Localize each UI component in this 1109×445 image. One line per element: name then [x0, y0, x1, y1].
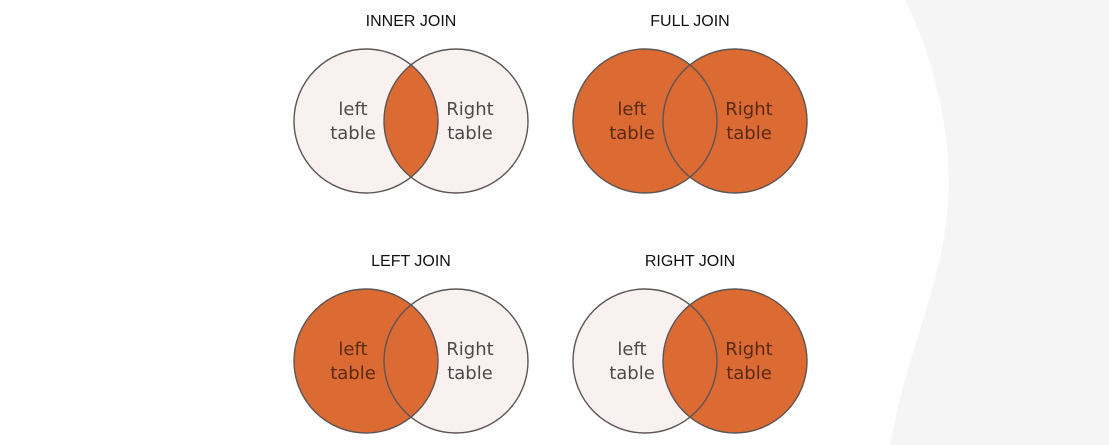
intersection-fill — [663, 289, 717, 433]
left-table-label: left — [338, 339, 367, 360]
right-join-title: RIGHT JOIN — [645, 253, 735, 270]
background-sheet — [890, 0, 1109, 445]
right-join-diagram: RIGHT JOIN left table Right table — [572, 253, 808, 434]
intersection-fill — [384, 289, 438, 433]
right-table-label: table — [447, 123, 493, 144]
inner-join-title: INNER JOIN — [366, 13, 457, 30]
left-circle-outline — [572, 48, 718, 194]
left-join-diagram: LEFT JOIN left table Right table — [293, 253, 529, 434]
right-circle-outline — [383, 48, 529, 194]
left-circle-outline — [293, 48, 439, 194]
inner-join-diagram: INNER JOIN left table Right table — [293, 13, 529, 194]
left-table-label: table — [330, 123, 376, 144]
left-join-title: LEFT JOIN — [371, 253, 451, 270]
right-table-label: Right — [446, 339, 493, 360]
right-table-label: table — [726, 123, 772, 144]
intersection-fill — [663, 49, 717, 193]
full-join-title: FULL JOIN — [650, 13, 729, 30]
right-table-label: table — [447, 363, 493, 384]
right-table-label: Right — [446, 99, 493, 120]
right-circle-outline — [383, 288, 529, 434]
full-join-diagram: FULL JOIN left table Right table — [572, 13, 808, 194]
left-circle-outline — [572, 288, 718, 434]
left-table-label: left — [338, 99, 367, 120]
right-table-label: Right — [725, 99, 772, 120]
right-table-label: Right — [725, 339, 772, 360]
left-circle-outline — [293, 288, 439, 434]
left-table-label: table — [609, 123, 655, 144]
left-table-label: table — [609, 363, 655, 384]
left-table-label: left — [617, 99, 646, 120]
right-table-label: table — [726, 363, 772, 384]
intersection-fill — [384, 49, 438, 193]
left-table-label: left — [617, 339, 646, 360]
left-table-label: table — [330, 363, 376, 384]
right-circle-outline — [662, 48, 808, 194]
right-circle-outline — [662, 288, 808, 434]
